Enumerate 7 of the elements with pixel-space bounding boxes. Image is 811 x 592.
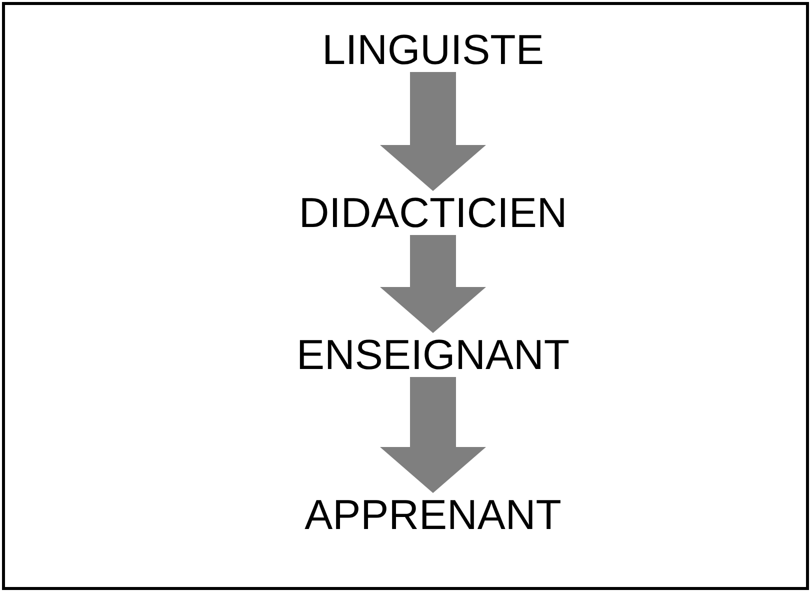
node-label: ENSEIGNANT — [283, 333, 583, 377]
arrow — [380, 72, 486, 191]
node-label: APPRENANT — [283, 493, 583, 537]
arrow — [380, 235, 486, 333]
arrow — [380, 377, 486, 493]
node-label: DIDACTICIEN — [283, 191, 583, 235]
node-label: LINGUISTE — [283, 28, 583, 72]
